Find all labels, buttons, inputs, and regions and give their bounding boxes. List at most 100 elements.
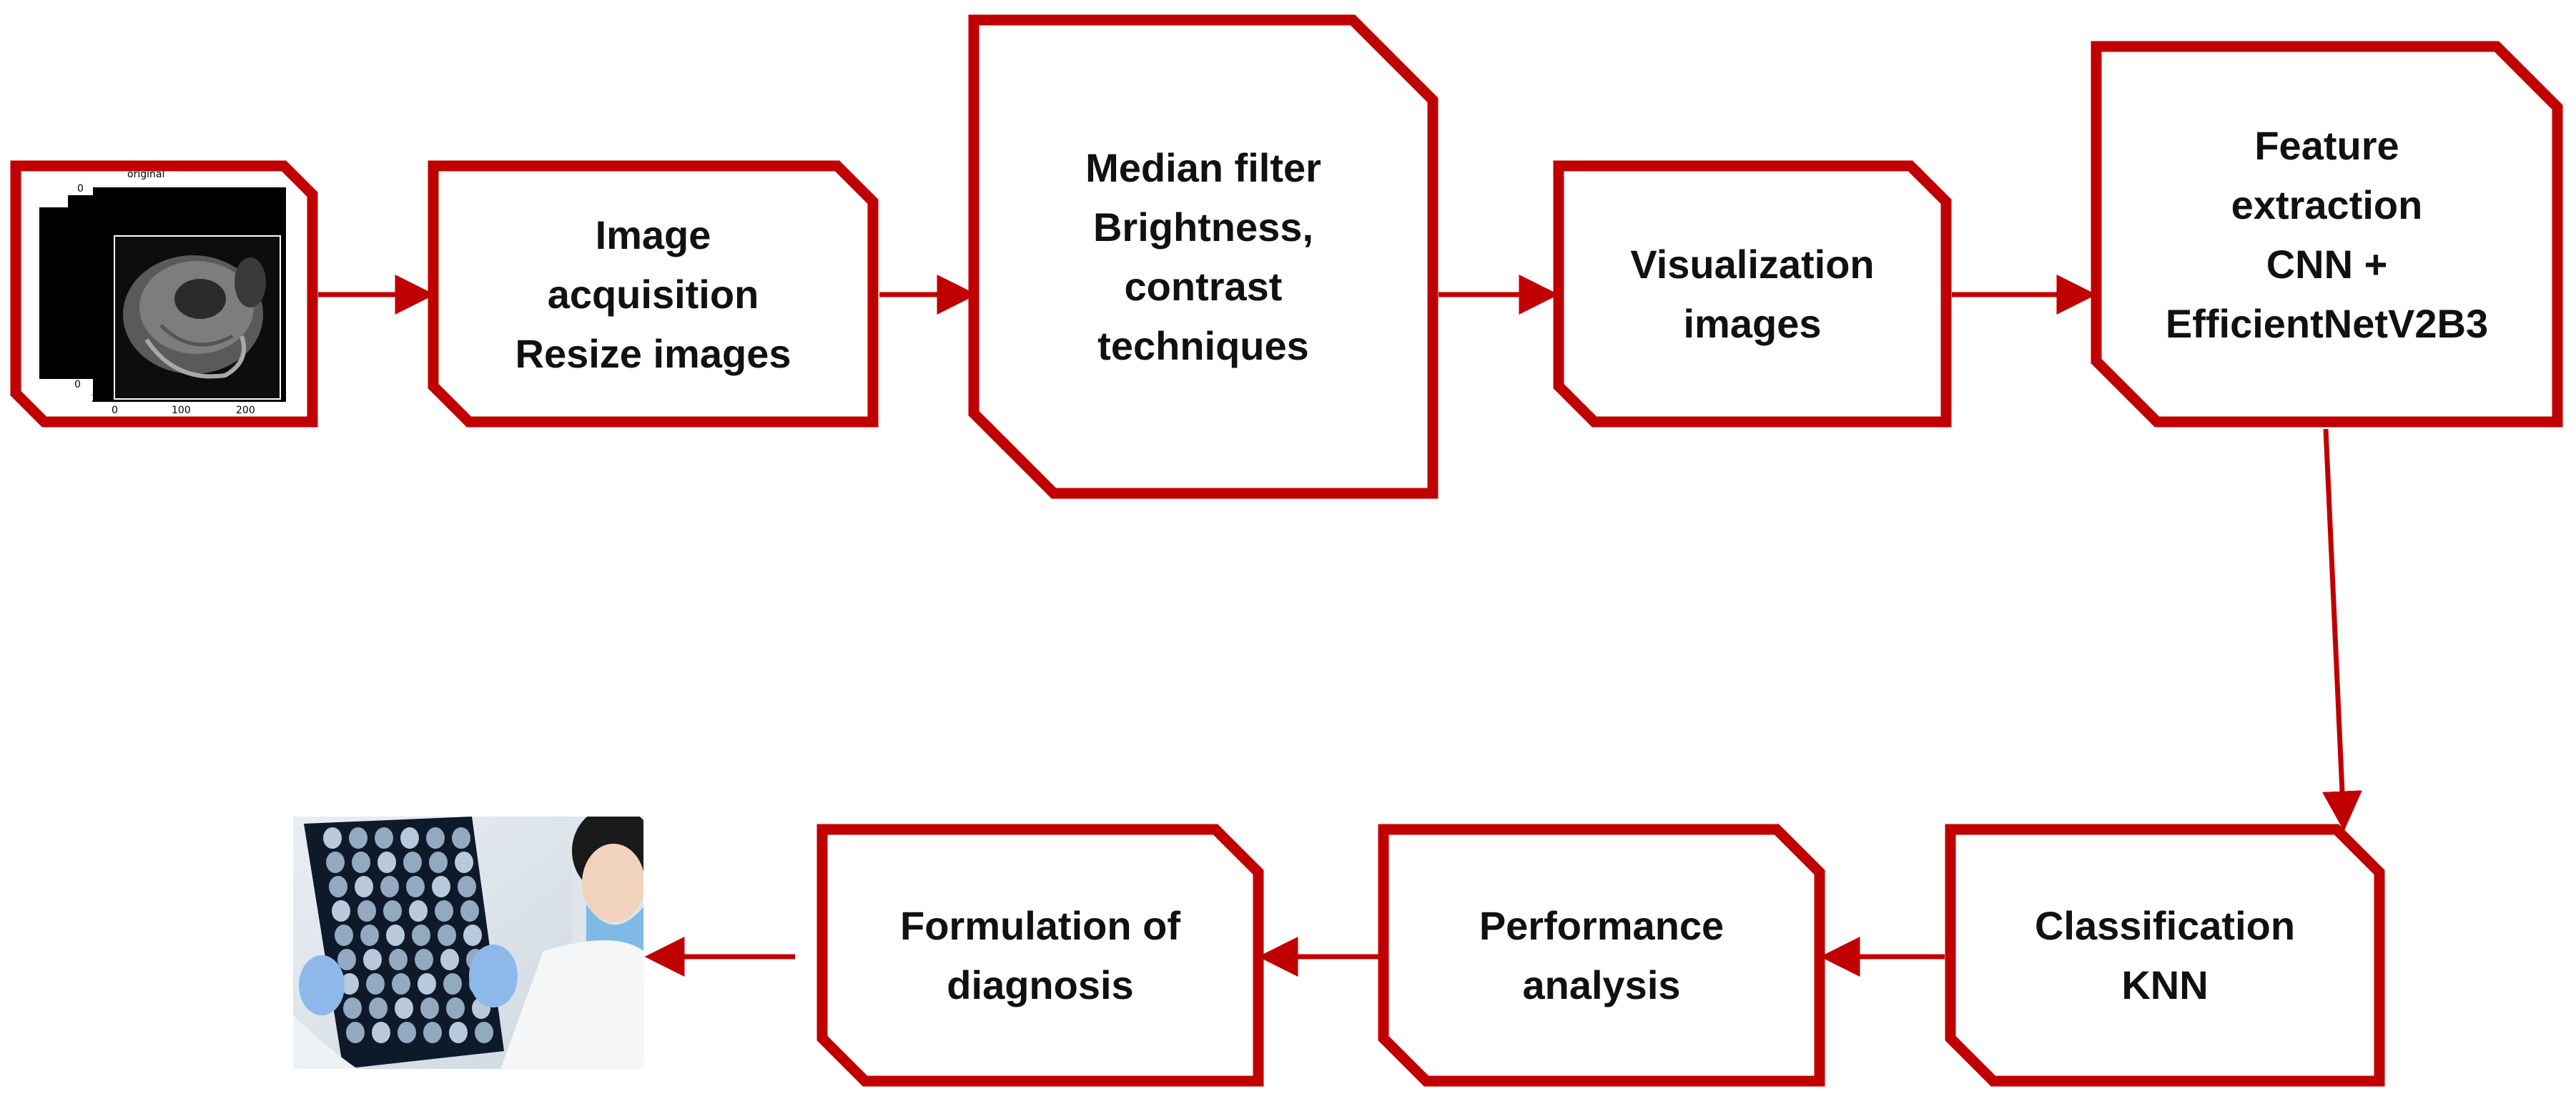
scan-tile — [438, 925, 456, 946]
node-label-line: contrast — [1124, 264, 1283, 309]
mri-slices-image — [16, 166, 302, 422]
mri-y-tick: 0 — [77, 183, 84, 194]
node-label-diagnosis: Formulation of diagnosis — [822, 829, 1258, 1081]
mri-back-tick: 10 — [66, 269, 84, 286]
node-layer — [10, 14, 2563, 1087]
node-box-visualization — [1553, 160, 1952, 428]
scan-tile — [372, 1022, 390, 1043]
scan-tile — [340, 973, 359, 995]
scan-tile — [440, 949, 459, 970]
scan-tile — [406, 876, 425, 897]
scan-tile — [452, 827, 470, 849]
node-box-input — [10, 160, 318, 428]
connector-layer — [318, 275, 2362, 977]
mri-x-tick: 100 — [172, 405, 191, 416]
scan-tile — [400, 827, 419, 849]
node-label-line: acquisition — [547, 271, 759, 317]
arrow-feature_extraction-to-classification — [2321, 428, 2362, 832]
node-label-line: EfficientNetV2B3 — [2165, 300, 2489, 346]
scan-tile — [420, 997, 439, 1019]
node-label-visualization: Visualization images — [1559, 166, 1946, 422]
scan-tile — [360, 925, 379, 946]
node-label-line: Image — [595, 212, 711, 257]
scan-tile — [435, 900, 453, 922]
scan-tile — [423, 1022, 442, 1043]
mri-back-tick: 20 — [54, 329, 73, 346]
mri-y-tick: 100 — [64, 242, 84, 253]
scan-tile — [475, 1022, 493, 1043]
scan-tile — [369, 997, 388, 1019]
node-label-line: techniques — [1097, 323, 1309, 368]
node-box-diagnosis — [816, 824, 1264, 1087]
scan-tile — [426, 827, 445, 849]
node-label-line: extraction — [2231, 182, 2423, 227]
node-label-line: CNN + — [2266, 241, 2388, 287]
mri-back-tick: 0 — [74, 379, 81, 390]
mri-x-tick: 0 — [112, 405, 118, 416]
mri-partial-title: or — [227, 187, 247, 209]
node-label-line: diagnosis — [947, 962, 1134, 1007]
scan-tile — [429, 852, 448, 873]
node-box-acquisition — [428, 160, 879, 428]
node-label-performance: Performance analysis — [1383, 829, 1820, 1081]
scan-tile — [446, 997, 465, 1019]
mri-x-tick: 200 — [236, 405, 255, 416]
mri-y-tick: 150 — [64, 279, 84, 290]
doctor-reviewing-scans-image — [293, 817, 643, 1069]
node-label-line: Feature — [2254, 122, 2399, 168]
scan-tile — [458, 876, 476, 897]
scan-tile — [415, 949, 433, 970]
node-label-line: Median filter — [1085, 145, 1321, 190]
scan-tile — [409, 900, 428, 922]
scan-tile — [337, 949, 356, 970]
scan-tile — [357, 900, 376, 922]
mri-back-tick: 250 — [46, 345, 65, 356]
node-label-line: Resize images — [515, 330, 791, 376]
scan-tile — [392, 973, 410, 995]
scan-tile — [418, 973, 436, 995]
scan-tile — [375, 827, 393, 849]
mri-y-tick: 250 — [70, 363, 89, 375]
node-label-line: Performance — [1479, 903, 1724, 948]
scan-tile — [349, 827, 367, 849]
scan-tile — [329, 876, 347, 897]
mri-back-tick: 250 — [92, 393, 111, 405]
scan-tile — [377, 852, 396, 873]
scan-tile — [352, 852, 370, 873]
scan-tile — [332, 900, 350, 922]
scan-tile — [383, 900, 402, 922]
scan-tile — [323, 827, 342, 849]
node-box-preprocessing — [968, 14, 1438, 499]
mri-title: original — [127, 169, 165, 180]
node-box-feature_extraction — [2091, 41, 2563, 428]
node-box-classification — [1945, 824, 2385, 1087]
node-label-line: Formulation of — [900, 903, 1180, 948]
scan-tile — [363, 949, 382, 970]
scan-tile — [398, 1022, 416, 1043]
node-label-line: Brightness, — [1092, 204, 1314, 250]
scan-tile — [460, 900, 479, 922]
node-label-line: KNN — [2121, 962, 2209, 1007]
node-label-line: Visualization — [1630, 242, 1875, 287]
scan-tile — [386, 925, 405, 946]
mri-y-tick: 50 — [70, 210, 83, 222]
scan-tile — [335, 925, 353, 946]
scan-tile — [432, 876, 450, 897]
node-box-performance — [1378, 824, 1825, 1087]
scan-tile — [449, 1022, 468, 1043]
mri-y-tick: 200 — [64, 309, 84, 320]
scan-tile — [346, 1022, 365, 1043]
scan-tile — [380, 876, 399, 897]
scan-tile — [389, 949, 408, 970]
scan-tile — [326, 852, 345, 873]
node-label-line: images — [1683, 301, 1822, 346]
scan-tile — [412, 925, 430, 946]
scan-tile — [443, 973, 462, 995]
node-label-line: analysis — [1522, 962, 1681, 1007]
scan-tile — [403, 852, 422, 873]
